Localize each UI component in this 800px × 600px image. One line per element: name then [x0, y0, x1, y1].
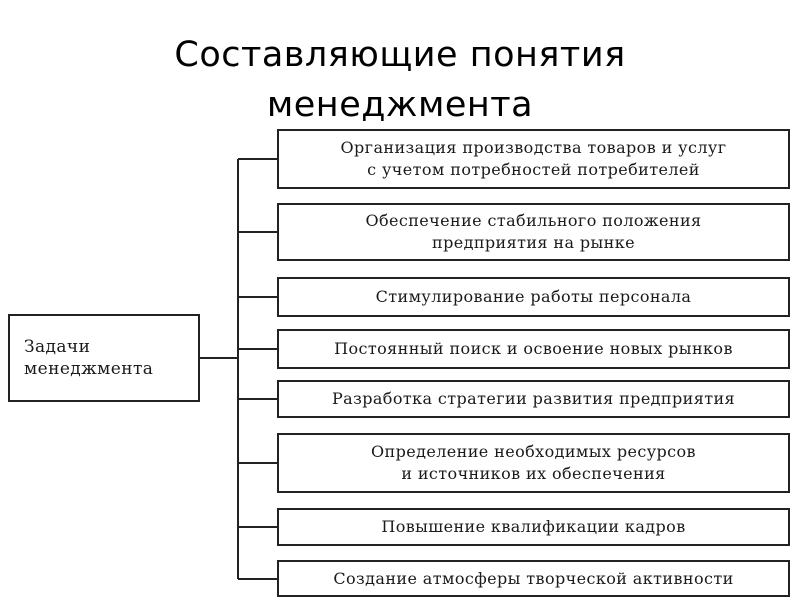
task-box-4: Постоянный поиск и освоение новых рынков [277, 329, 790, 369]
task-5-line-1: Разработка стратегии развития предприяти… [331, 389, 736, 408]
task-6-line-1: Определение необходимых ресурсов [371, 442, 696, 461]
task-4-line-1: Постоянный поиск и освоение новых рынков [334, 339, 733, 358]
task-1-line-1: Организация производства товаров и услуг [340, 138, 727, 157]
root-box: Задачи менеджмента [8, 314, 200, 402]
task-6-line-2: и источников их обеспечения [401, 464, 666, 483]
task-7-line-1: Повышение квалификации кадров [381, 517, 686, 536]
task-8-line-1: Создание атмосферы творческой активности [333, 568, 734, 588]
task-3-line-1: Стимулирование работы персонала [375, 287, 692, 306]
task-2-line-2: предприятия на рынке [432, 233, 635, 252]
task-box-5: Разработка стратегии развития предприяти… [277, 380, 790, 418]
root-label-line-1: Задачи [24, 337, 91, 357]
root-label-line-2: менеджмента [24, 359, 154, 379]
task-box-8: Создание атмосферы творческой активности [277, 560, 790, 597]
task-box-7: Повышение квалификации кадров [277, 508, 790, 546]
title-line-1: Составляющие понятия [174, 35, 626, 75]
task-box-1: Организация производства товаров и услуг… [277, 129, 790, 189]
title-line-2: менеджмента [266, 85, 534, 125]
task-box-3: Стимулирование работы персонала [277, 277, 790, 317]
task-1-line-2: с учетом потребностей потребителей [367, 160, 700, 179]
slide-title: Составляющие понятия менеджмента [0, 30, 800, 130]
task-box-6: Определение необходимых ресурсов и источ… [277, 433, 790, 493]
task-box-2: Обеспечение стабильного положения предпр… [277, 203, 790, 261]
task-2-line-1: Обеспечение стабильного положения [365, 211, 702, 230]
